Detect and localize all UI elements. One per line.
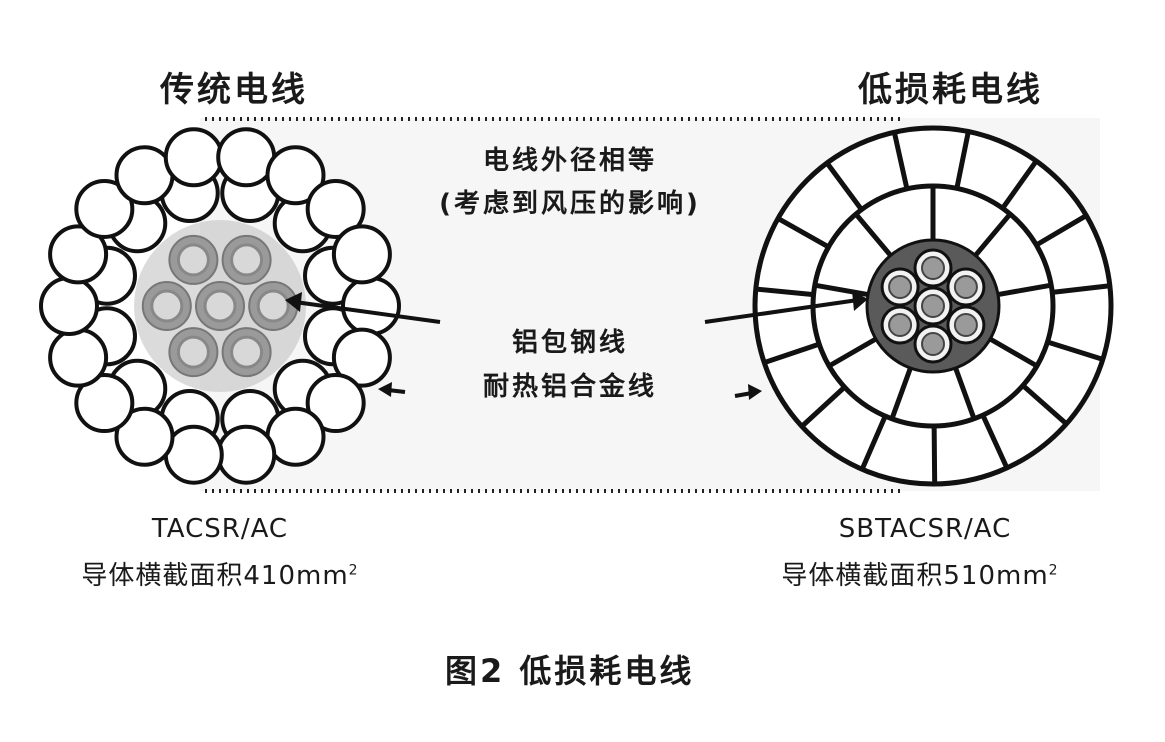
steel-strand-inner (176, 335, 210, 369)
outer-segment-divider (931, 425, 938, 485)
aluminium-strand (74, 178, 135, 239)
outer-segment-divider (1051, 283, 1111, 295)
right-area-text: 导体横截面积510mm (781, 561, 1049, 591)
outer-segment-divider (859, 415, 888, 471)
aluminium-strand (74, 373, 135, 434)
outer-segment-divider (1000, 159, 1039, 210)
right-area: 导体横截面积510mm2 (730, 555, 1110, 592)
inner-segment-divider (953, 367, 977, 420)
inner-segment-divider (988, 336, 1039, 369)
aluminium-strand (331, 327, 392, 388)
outer-arrow-right (734, 384, 762, 400)
outer-segment-divider (1035, 213, 1088, 248)
left-area-text: 导体横截面积410mm (81, 561, 349, 591)
aluminium-strand (265, 145, 326, 206)
aluminium-strand (341, 276, 401, 336)
steel-strand-inner (953, 313, 978, 337)
aluminium-strand (305, 178, 366, 239)
aluminium-strand (39, 276, 99, 336)
steel-strand-inner (230, 243, 264, 277)
steel-strand-inner (921, 256, 945, 280)
low-loss-cable-cross-section (752, 125, 1114, 487)
left-area: 导体横截面积410mm2 (40, 555, 400, 592)
aluminium-strand (114, 406, 175, 467)
outer-segment-divider (980, 414, 1010, 469)
left-title: 传统电线 (160, 70, 308, 110)
inner-segment-divider (853, 212, 893, 258)
equal-diameter-text: 电线外径相等 (482, 146, 657, 176)
right-title: 低损耗电线 (858, 70, 1043, 110)
outer-segment-divider (891, 131, 910, 190)
steel-strand-inner (888, 275, 913, 299)
outer-segment-divider (755, 286, 814, 298)
steel-strand-inner (888, 313, 913, 337)
left-model: TACSR/AC (151, 514, 289, 544)
inner-segment-divider (997, 282, 1052, 298)
outer-strand-label: 耐热铝合金线 (482, 372, 657, 402)
right-model: SBTACSR/AC (838, 514, 1012, 544)
core-arrow-left (285, 292, 441, 324)
outer-segment-divider (1021, 383, 1069, 426)
wind-pressure-note: (考虑到风压的影响) (439, 189, 701, 219)
figure-caption: 图2 低损耗电线 (445, 652, 695, 690)
core-arrow-right (704, 291, 868, 324)
inner-segment-divider (827, 336, 878, 369)
steel-strand-inner (953, 275, 978, 299)
aluminium-strand (331, 224, 392, 285)
steel-strand-inner (921, 332, 945, 356)
inner-segment-divider (814, 282, 869, 298)
outer-arrow-left (378, 382, 406, 397)
steel-strand-inner (203, 289, 237, 323)
steel-strand-inner (256, 289, 290, 323)
steel-strand-inner (150, 289, 184, 323)
outer-segment-divider (1046, 339, 1104, 362)
outer-segment-divider (776, 216, 830, 250)
aluminium-strand (48, 224, 109, 285)
traditional-cable-cross-section (39, 127, 401, 485)
left-area-sup: 2 (348, 562, 359, 579)
aluminium-strand (163, 127, 224, 188)
aluminium-strand (48, 327, 109, 388)
steel-strand-inner (176, 243, 210, 277)
outer-segment-divider (954, 131, 971, 189)
core-label: 铝包钢线 (511, 328, 628, 358)
outer-segment-divider (763, 341, 821, 365)
steel-strand-inner (230, 335, 264, 369)
inner-segment-divider (889, 367, 913, 420)
outer-segment-divider (825, 161, 864, 212)
steel-strand-inner (921, 294, 945, 318)
inner-segment-divider (973, 212, 1013, 258)
right-area-sup: 2 (1048, 562, 1059, 579)
outer-segment-divider (800, 385, 847, 429)
aluminium-strand (305, 373, 366, 434)
aluminium-strand (216, 424, 277, 485)
